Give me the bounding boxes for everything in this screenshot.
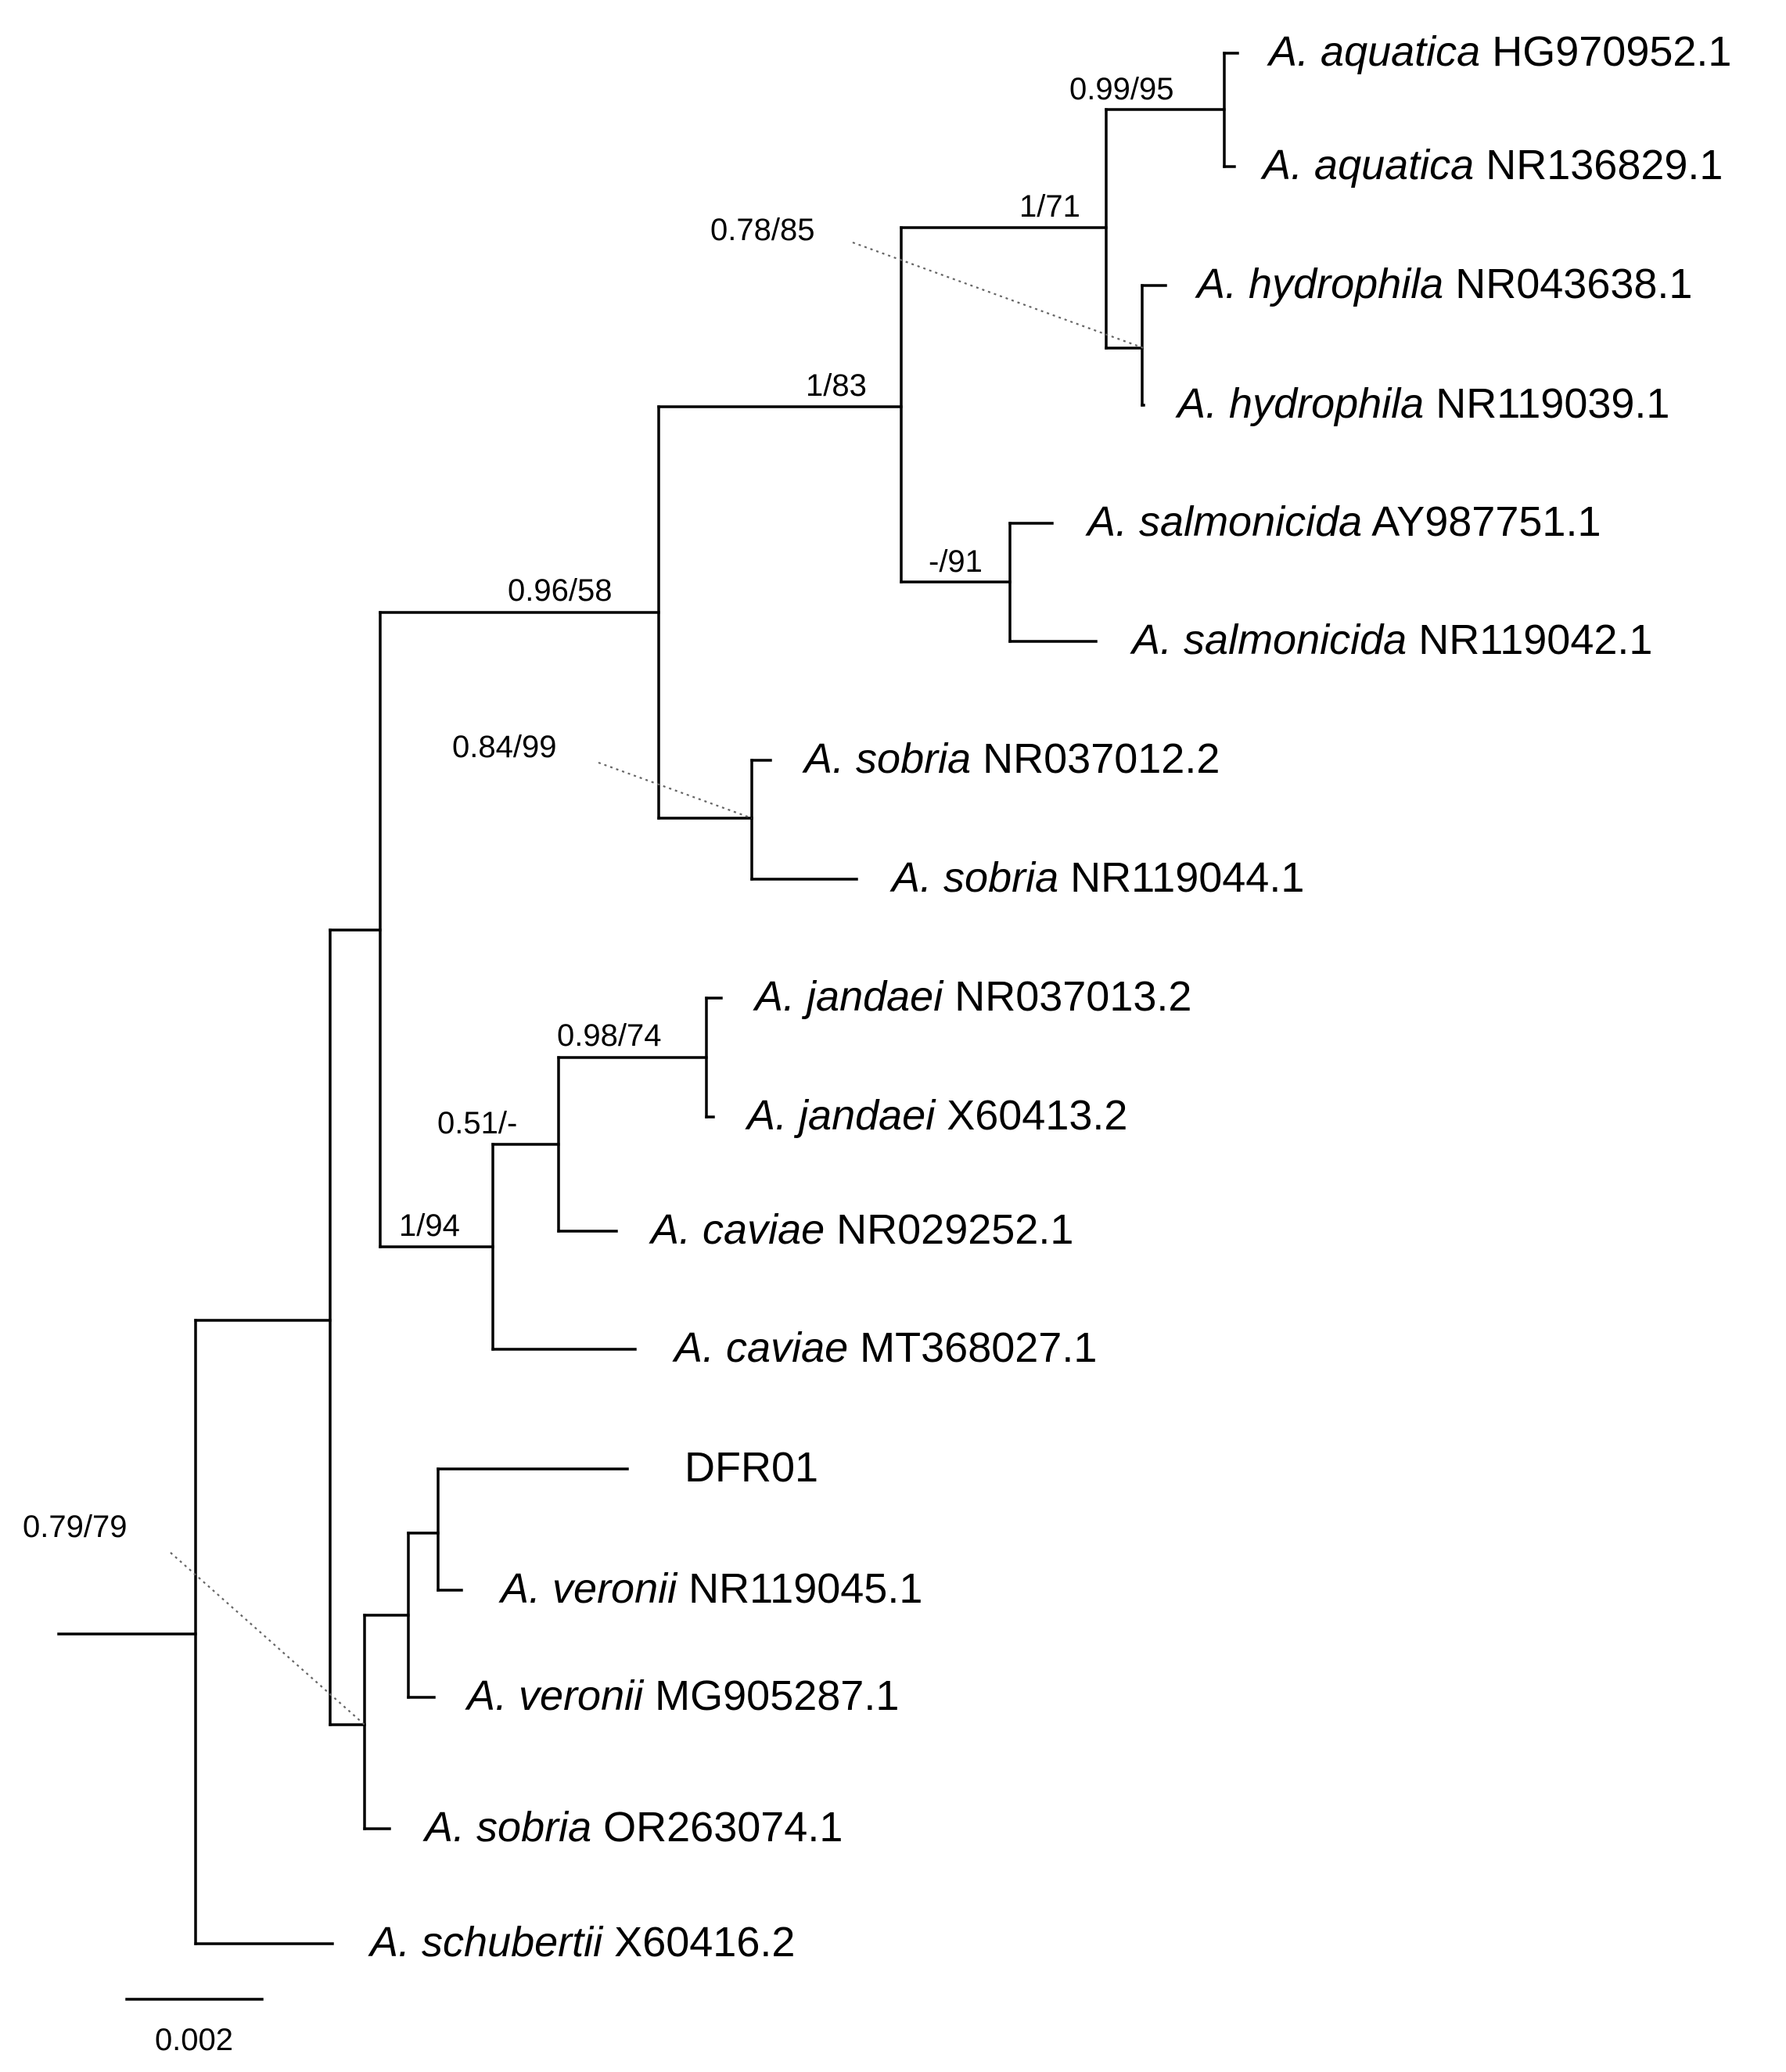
- leader-0-78-85: [852, 241, 1145, 350]
- support-label: 0.79/79: [23, 1510, 127, 1544]
- support-label: 0.84/99: [452, 730, 556, 764]
- support-labels: 0.99/95 1/71 0.78/85 1/83 -/91 0.96/58 0…: [23, 72, 1173, 1544]
- tip-label: A. veronii NR119045.1: [498, 1565, 922, 1612]
- tip-label: A. caviae NR029252.1: [649, 1206, 1073, 1253]
- support-label: 1/94: [399, 1208, 460, 1243]
- scale-bar: 0.002: [125, 1998, 264, 2057]
- tip-label: A. hydrophila NR043638.1: [1195, 260, 1692, 307]
- tip-label: DFR01: [685, 1444, 818, 1491]
- support-label: 0.99/95: [1069, 72, 1173, 106]
- tip-label: A. caviae MT368027.1: [672, 1324, 1097, 1371]
- tip-label: A. veronii MG905287.1: [465, 1672, 899, 1719]
- tip-labels: A. aquatica HG970952.1 A. aquatica NR136…: [368, 28, 1731, 1966]
- tip-label: A. salmonicida AY987751.1: [1085, 498, 1601, 545]
- leader-0-84-99: [598, 761, 753, 820]
- tip-label: A. hydrophila NR119039.1: [1175, 380, 1669, 427]
- support-label: 1/83: [806, 368, 867, 403]
- support-label: 0.96/58: [508, 573, 612, 608]
- tip-label: A. jandaei X60413.2: [745, 1092, 1127, 1139]
- support-label: 0.98/74: [557, 1018, 661, 1053]
- support-label: 0.51/-: [437, 1106, 517, 1140]
- support-label: -/91: [929, 544, 983, 579]
- tip-label: A. jandaei NR037013.2: [753, 973, 1191, 1020]
- support-leaders: [170, 241, 1145, 1725]
- tip-label: A. aquatica NR136829.1: [1260, 142, 1723, 189]
- support-label: 0.78/85: [710, 213, 814, 247]
- tip-label: A. schubertii X60416.2: [368, 1919, 795, 1966]
- support-label: 1/71: [1019, 189, 1080, 224]
- tree-branches: [57, 52, 1239, 1945]
- tip-label: A. sobria NR037012.2: [802, 735, 1220, 782]
- tip-label: A. aquatica HG970952.1: [1267, 28, 1731, 75]
- tip-label: A. sobria NR119044.1: [889, 854, 1304, 901]
- tip-label: A. sobria OR263074.1: [422, 1804, 843, 1851]
- tip-label: A. salmonicida NR119042.1: [1130, 616, 1652, 663]
- leader-0-79-79: [170, 1552, 365, 1725]
- scale-bar-label: 0.002: [155, 2023, 233, 2057]
